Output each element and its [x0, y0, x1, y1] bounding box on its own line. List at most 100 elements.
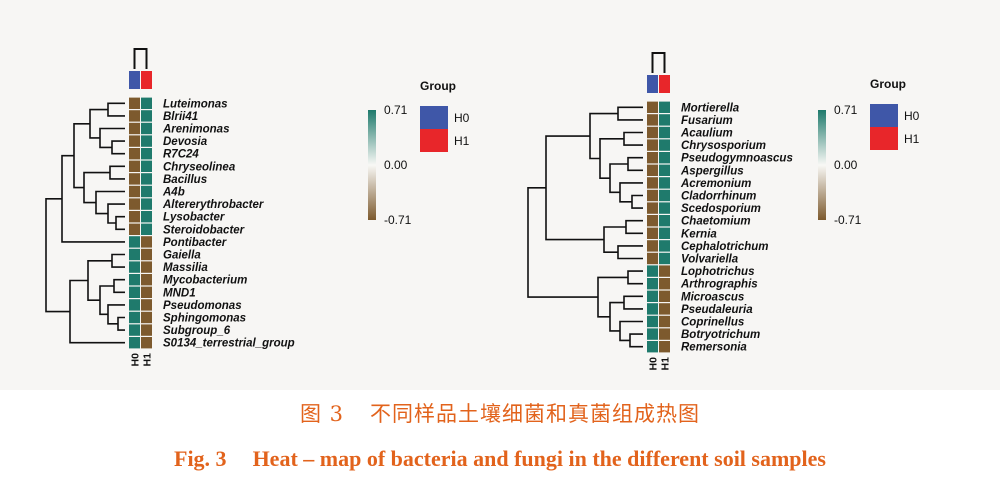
heatmap-cell-bacteria-r1-c1: [141, 110, 152, 122]
row-label-bacteria-14: Mycobacterium: [163, 275, 247, 287]
row-dendrogram-branch-bacteria: [109, 165, 125, 180]
caption-english: Fig. 3 Heat – map of bacteria and fungi i…: [0, 446, 1000, 472]
row-label-fungi-13: Lophotrichus: [681, 266, 754, 278]
heatmap-cell-fungi-r8-c0: [647, 202, 658, 214]
row-label-bacteria-10: Steroidobacter: [163, 224, 245, 236]
row-label-bacteria-9: Lysobacter: [163, 212, 225, 224]
row-dendrogram-branch-fungi: [625, 219, 643, 235]
heatmap-cell-bacteria-r16-c1: [141, 299, 152, 311]
row-label-bacteria-3: Devosia: [163, 136, 208, 148]
row-label-fungi-17: Coprinellus: [681, 317, 744, 329]
group-bar-h1-bacteria: [141, 71, 152, 89]
heatmap-cell-bacteria-r17-c0: [129, 311, 140, 324]
row-dendrogram-branch-bacteria: [113, 278, 125, 294]
heatmap-cell-fungi-r13-c0: [647, 265, 658, 277]
heatmap-cell-bacteria-r17-c1: [141, 311, 152, 324]
group-legend-swatch-bacteria-H0: [420, 106, 448, 129]
row-label-bacteria-11: Pontibacter: [163, 237, 227, 249]
heatmap-cell-bacteria-r5-c0: [129, 160, 140, 172]
heatmap-cell-bacteria-r3-c0: [129, 135, 140, 147]
heatmap-cell-fungi-r12-c1: [659, 252, 670, 265]
row-label-fungi-12: Volvariella: [681, 254, 739, 266]
heatmap-cell-bacteria-r6-c0: [129, 173, 140, 185]
row-label-bacteria-0: Luteimonas: [163, 98, 228, 110]
row-label-bacteria-1: Blrii41: [163, 111, 198, 123]
heatmap-cell-bacteria-r18-c0: [129, 324, 140, 336]
row-label-fungi-18: Botryotrichum: [681, 329, 760, 341]
row-dendrogram-branch-bacteria: [107, 304, 125, 325]
heatmap-cell-fungi-r11-c0: [647, 240, 658, 252]
row-dendrogram-cluster-bacteria: [69, 279, 125, 344]
heatmap-cell-fungi-r9-c0: [647, 215, 658, 227]
heatmap-cell-fungi-r6-c1: [659, 177, 670, 189]
heatmap-cell-bacteria-r10-c0: [129, 223, 140, 235]
row-dendrogram-branch-fungi: [589, 112, 618, 160]
row-dendrogram-branch-bacteria: [115, 215, 125, 231]
row-dendrogram-branch-fungi: [609, 163, 628, 194]
group-legend-label-fungi-H0: H0: [904, 109, 920, 123]
group-bar-h1-fungi: [659, 75, 670, 93]
heatmap-cell-fungi-r0-c0: [647, 101, 658, 113]
row-label-bacteria-13: Massilia: [163, 262, 208, 274]
heatmap-cell-bacteria-r11-c1: [141, 236, 152, 248]
column-label-bacteria-H0: H0: [130, 353, 142, 367]
heatmap-cell-bacteria-r19-c1: [141, 337, 152, 349]
heatmap-cell-fungi-r10-c0: [647, 227, 658, 239]
heatmap-cell-fungi-r16-c0: [647, 303, 658, 315]
heatmap-cell-fungi-r15-c1: [659, 290, 670, 302]
heatmap-cell-bacteria-r15-c1: [141, 286, 152, 298]
heatmap-cell-fungi-r3-c1: [659, 139, 670, 151]
heatmap-cell-bacteria-r13-c1: [141, 261, 152, 273]
row-dendrogram-branch-bacteria: [99, 285, 114, 316]
row-label-fungi-14: Arthrographis: [680, 279, 758, 291]
row-dendrogram-branch-fungi: [609, 301, 624, 332]
color-scale-bar-fungi: [818, 110, 826, 220]
heatmap-cell-fungi-r19-c1: [659, 341, 670, 353]
heatmap-cell-fungi-r14-c0: [647, 278, 658, 290]
heatmap-cell-bacteria-r18-c1: [141, 324, 152, 336]
heatmap-cell-fungi-r1-c0: [647, 114, 658, 126]
row-dendrogram-cluster-fungi: [545, 135, 604, 241]
row-dendrogram-branch-fungi: [627, 270, 643, 285]
group-legend-label-bacteria-H1: H1: [454, 134, 470, 148]
heatmap-cell-fungi-r2-c0: [647, 126, 658, 139]
heatmap-figure: LuteimonasBlrii41ArenimonasDevosiaR7C24C…: [45, 48, 920, 371]
row-dendrogram-branch-bacteria: [111, 140, 125, 155]
heatmap-cell-fungi-r5-c0: [647, 164, 658, 176]
column-dendrogram-bacteria: [133, 48, 148, 69]
column-label-bacteria-H1: H1: [142, 353, 154, 367]
heatmap-cell-fungi-r5-c1: [659, 164, 670, 176]
row-label-fungi-2: Acaulium: [680, 128, 733, 140]
row-label-fungi-0: Mortierella: [681, 102, 740, 114]
row-dendrogram-branch-fungi: [623, 295, 643, 310]
heatmap-cell-fungi-r0-c1: [659, 101, 670, 113]
row-dendrogram-branch-bacteria: [117, 316, 125, 331]
color-scale-label-bacteria-0: 0.71: [384, 103, 408, 117]
heatmap-cell-bacteria-r6-c1: [141, 173, 152, 185]
color-scale-label-bacteria-2: -0.71: [384, 213, 412, 227]
heatmap-cell-fungi-r18-c0: [647, 328, 658, 340]
heatmap-cell-fungi-r14-c1: [659, 278, 670, 290]
heatmap-cell-bacteria-r2-c1: [141, 122, 152, 135]
heatmap-cell-bacteria-r16-c0: [129, 299, 140, 311]
row-dendrogram-branch-bacteria: [83, 171, 110, 204]
row-label-fungi-19: Remersonia: [681, 342, 747, 354]
heatmap-cell-bacteria-r12-c0: [129, 248, 140, 261]
row-label-fungi-1: Fusarium: [681, 115, 733, 127]
caption-en-text: Heat – map of bacteria and fungi in the …: [252, 446, 826, 471]
color-scale-label-fungi-2: -0.71: [834, 213, 862, 227]
heatmap-cell-bacteria-r4-c1: [141, 148, 152, 160]
color-scale-label-fungi-0: 0.71: [834, 103, 858, 117]
heatmap-cell-fungi-r3-c0: [647, 139, 658, 151]
heatmap-cell-bacteria-r10-c1: [141, 223, 152, 235]
group-legend-swatch-fungi-H0: [870, 104, 898, 127]
row-label-fungi-3: Chrysosporium: [681, 140, 766, 152]
row-label-bacteria-7: A4b: [162, 187, 185, 199]
row-dendrogram-branch-bacteria: [89, 108, 108, 139]
color-scale-label-fungi-1: 0.00: [834, 158, 858, 172]
row-dendrogram-branch-fungi: [617, 245, 643, 260]
caption-en-number: Fig. 3: [174, 446, 227, 471]
heatmap-cell-bacteria-r11-c0: [129, 236, 140, 248]
column-label-fungi-H0: H0: [648, 357, 660, 371]
row-label-fungi-6: Acremonium: [680, 178, 751, 190]
